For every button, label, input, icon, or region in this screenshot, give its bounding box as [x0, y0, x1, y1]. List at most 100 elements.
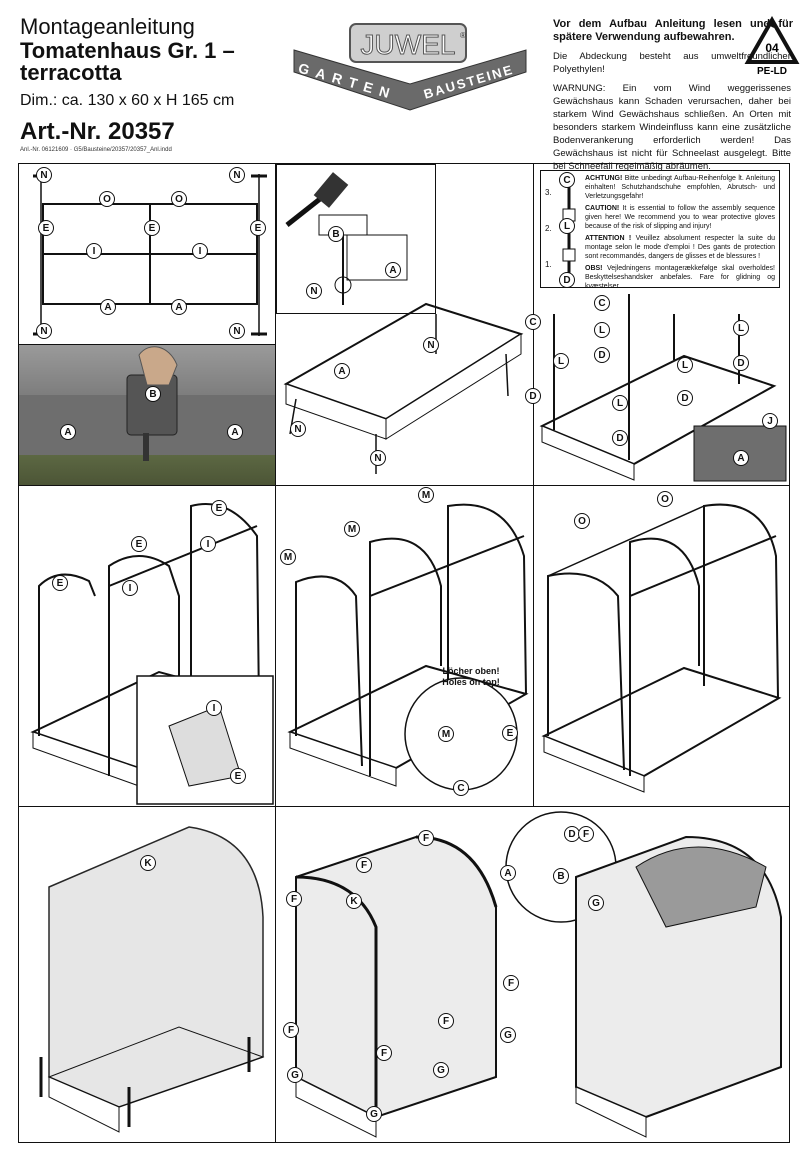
- part-label-e: E: [131, 536, 147, 552]
- panel-cover-k: [18, 806, 276, 1143]
- panel-photo-peg: [18, 344, 276, 486]
- part-label-l: L: [677, 357, 693, 373]
- part-label-c: C: [453, 780, 469, 796]
- part-label-i: I: [206, 700, 222, 716]
- part-label-n: N: [229, 323, 245, 339]
- part-label-a: A: [385, 262, 401, 278]
- peg-detail-drawing: [285, 172, 408, 305]
- part-label-d: D: [525, 388, 541, 404]
- step-3: 3.: [545, 188, 552, 197]
- attention-box: 3. 2. 1. ACHTUNG! Bitte unbedingt Aufbau…: [540, 170, 780, 291]
- part-label-i: I: [192, 243, 208, 259]
- step-1: 1.: [545, 260, 552, 269]
- poles-drawing: [539, 294, 787, 482]
- part-label-n: N: [306, 283, 322, 299]
- part-label-f: F: [418, 830, 434, 846]
- part-label-g: G: [287, 1067, 303, 1083]
- part-label-n: N: [290, 421, 306, 437]
- part-label-n: N: [36, 323, 52, 339]
- part-label-d: D: [594, 347, 610, 363]
- cover-fixing-drawing: [295, 811, 782, 1138]
- part-label-a: A: [227, 424, 243, 440]
- part-label-m: M: [280, 549, 296, 565]
- attention-fr-head: ATTENTION !: [585, 235, 632, 242]
- part-label-e: E: [250, 220, 266, 236]
- brand-name: JUWEL: [361, 29, 456, 60]
- photo-drawing: [19, 346, 275, 461]
- dimensions: Dim.: ca. 130 x 60 x H 165 cm: [20, 92, 235, 109]
- part-label-f: F: [503, 975, 519, 991]
- part-label-d: D: [559, 272, 575, 288]
- part-label-n: N: [36, 167, 52, 183]
- panel-frame-assembly: [275, 163, 534, 486]
- part-label-i: I: [86, 243, 102, 259]
- article-number: Art.-Nr. 20357: [20, 118, 175, 145]
- panel-arches-m: Löcher oben! Holes on top!: [275, 485, 534, 807]
- part-label-b: B: [553, 868, 569, 884]
- attention-fr-text: Veuillez absolument respecter la suite d…: [585, 235, 775, 260]
- step-numbers: 3. 2. 1.: [545, 175, 552, 283]
- part-label-d: D: [677, 390, 693, 406]
- step-2: 2.: [545, 224, 552, 233]
- panel-arches-e: [18, 485, 276, 807]
- part-label-c: C: [525, 314, 541, 330]
- part-label-f: F: [438, 1013, 454, 1029]
- part-label-o: O: [657, 491, 673, 507]
- holes-on-top-de: Löcher oben!: [442, 666, 500, 676]
- recycle-icon: 04 PE-LD: [744, 16, 800, 76]
- part-label-l: L: [733, 320, 749, 336]
- part-label-l: L: [612, 395, 628, 411]
- part-label-f: F: [356, 857, 372, 873]
- attention-en-text: It is essential to follow the assembly s…: [585, 205, 775, 230]
- wind-warning: WARNUNG: Ein vom Wind weggerissenes Gewä…: [553, 83, 791, 172]
- part-label-d: D: [733, 355, 749, 371]
- part-label-b: B: [328, 226, 344, 242]
- arches-e-drawing: [30, 503, 274, 805]
- read-instructions-note: Vor dem Aufbau Anleitung lesen und für s…: [553, 18, 793, 43]
- part-label-f: F: [286, 891, 302, 907]
- part-label-g: G: [433, 1062, 449, 1078]
- recycle-code: 04: [765, 41, 779, 55]
- part-label-f: F: [578, 826, 594, 842]
- part-label-l: L: [594, 322, 610, 338]
- part-label-i: I: [200, 536, 216, 552]
- attention-dk-head: OBS!: [585, 265, 603, 272]
- file-reference: Anl.-Nr. 06121609 · G5/Bausteine/20357/2…: [20, 147, 172, 153]
- part-label-a: A: [100, 299, 116, 315]
- frame-topview-drawing: [33, 174, 267, 336]
- part-label-f: F: [283, 1022, 299, 1038]
- instruction-grid: Löcher oben! Holes on top!: [18, 163, 790, 1143]
- panel-frame-topview: [18, 163, 276, 345]
- part-label-m: M: [438, 726, 454, 742]
- part-label-c: C: [559, 172, 575, 188]
- eco-note: Die Abdeckung besteht aus umweltfreundli…: [553, 51, 793, 75]
- attention-de-text: Bitte unbedingt Aufbau-Reihenfolge lt. A…: [585, 175, 775, 200]
- cover-k-drawing: [39, 826, 265, 1133]
- recycle-material: PE-LD: [757, 66, 787, 76]
- part-label-f: F: [376, 1045, 392, 1061]
- attention-dk-text: Vejledningens montagerækkefølge skal ove…: [585, 265, 775, 290]
- arches-m-drawing: [287, 503, 529, 791]
- attention-en-head: CAUTION!: [585, 205, 620, 212]
- part-label-c: C: [594, 295, 610, 311]
- product-color: terracotta: [20, 60, 122, 85]
- panel-cover-fixing: [275, 806, 790, 1143]
- holes-on-top-callout: Löcher oben! Holes on top!: [426, 666, 516, 688]
- part-label-o: O: [574, 513, 590, 529]
- part-label-e: E: [211, 500, 227, 516]
- juwel-logo: JUWEL ® GARTEN BAUSTEINE: [293, 23, 527, 111]
- attention-dk: OBS! Vejledningens montagerækkefølge ska…: [585, 264, 775, 291]
- part-label-a: A: [171, 299, 187, 315]
- part-label-m: M: [418, 487, 434, 503]
- attention-en: CAUTION! It is essential to follow the a…: [585, 204, 775, 231]
- part-label-n: N: [423, 337, 439, 353]
- part-label-d: D: [612, 430, 628, 446]
- part-label-e: E: [230, 768, 246, 784]
- inset-peg-detail: [276, 164, 436, 314]
- attention-fr: ATTENTION ! Veuillez absolument respecte…: [585, 234, 775, 261]
- part-label-e: E: [52, 575, 68, 591]
- part-label-j: J: [762, 413, 778, 429]
- part-label-i: I: [122, 580, 138, 596]
- part-label-n: N: [229, 167, 245, 183]
- part-label-g: G: [500, 1027, 516, 1043]
